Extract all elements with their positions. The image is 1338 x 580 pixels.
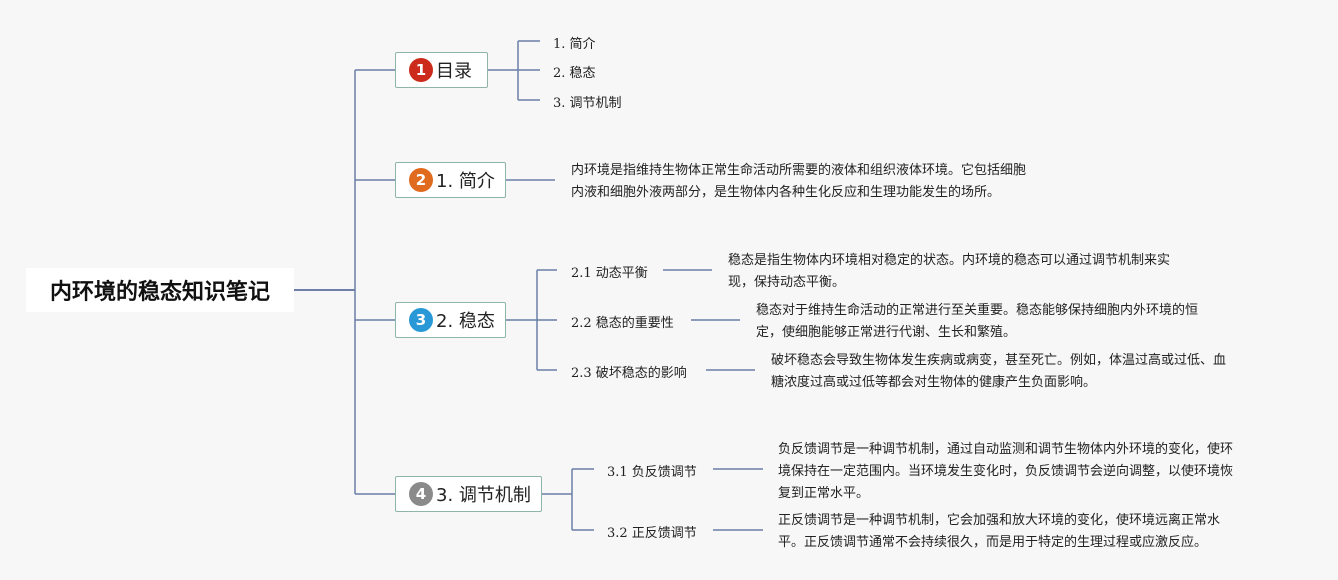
toc-item[interactable]: 3. 调节机制: [553, 96, 622, 111]
note-line: 破坏稳态会导致生物体发生疾病或病变，甚至死亡。例如，体温过高或过低、血: [771, 353, 1227, 368]
topic-dynamic-balance[interactable]: 2.1 动态平衡: [571, 266, 648, 281]
intro-note[interactable]: 内环境是指维持生物体正常生命活动所需要的液体和组织液体环境。它包括细胞 内液和细…: [571, 160, 1091, 204]
note-line: 境保持在一定范围内。当环境发生变化时，负反馈调节会逆向调整，以使环境恢: [778, 464, 1234, 479]
number-3-icon: 3: [409, 308, 433, 332]
toc-item[interactable]: 2. 稳态: [553, 66, 596, 81]
branch-label: 2. 稳态: [436, 311, 495, 332]
topic-negative-feedback[interactable]: 3.1 负反馈调节: [607, 465, 697, 480]
note-line: 糖浓度过高或过低等都会对生物体的健康产生负面影响。: [771, 375, 1097, 390]
topic-importance[interactable]: 2.2 稳态的重要性: [571, 316, 674, 331]
note-line: 内液和细胞外液两部分，是生物体内各种生化反应和生理功能发生的场所。: [571, 185, 1001, 200]
note-line: 稳态是指生物体内环境相对稳定的状态。内环境的稳态可以通过调节机制来实: [728, 253, 1171, 268]
note-line: 内环境是指维持生物体正常生命活动所需要的液体和组织液体环境。它包括细胞: [571, 163, 1027, 178]
branch-label: 目录: [436, 61, 472, 82]
topic-disruption[interactable]: 2.3 破坏稳态的影响: [571, 366, 687, 381]
note-importance[interactable]: 稳态对于维持生命活动的正常进行至关重要。稳态能够保持细胞内外环境的恒 定，使细胞…: [756, 300, 1266, 344]
note-line: 定，使细胞能够正常进行代谢、生长和繁殖。: [756, 325, 1017, 340]
branch-steady-state[interactable]: 3 2. 稳态: [395, 302, 506, 338]
branch-regulation[interactable]: 4 3. 调节机制: [395, 476, 542, 512]
number-1-icon: 1: [409, 58, 433, 82]
root-topic[interactable]: 内环境的稳态知识笔记: [26, 268, 294, 312]
note-line: 现，保持动态平衡。: [728, 275, 846, 290]
note-positive-feedback[interactable]: 正反馈调节是一种调节机制，它会加强和放大环境的变化，使环境远离正常水 平。正反馈…: [778, 510, 1308, 554]
note-line: 正反馈调节是一种调节机制，它会加强和放大环境的变化，使环境远离正常水: [778, 513, 1221, 528]
topic-positive-feedback[interactable]: 3.2 正反馈调节: [607, 526, 697, 541]
branch-label: 3. 调节机制: [436, 485, 531, 506]
note-line: 稳态对于维持生命活动的正常进行至关重要。稳态能够保持细胞内外环境的恒: [756, 303, 1199, 318]
toc-item[interactable]: 1. 简介: [553, 37, 596, 52]
number-2-icon: 2: [409, 168, 433, 192]
note-line: 平。正反馈调节通常不会持续很久，而是用于特定的生理过程或应激反应。: [778, 535, 1208, 550]
note-negative-feedback[interactable]: 负反馈调节是一种调节机制，通过自动监测和调节生物体内外环境的变化，使环 境保持在…: [778, 439, 1308, 505]
note-disruption[interactable]: 破坏稳态会导致生物体发生疾病或病变，甚至死亡。例如，体温过高或过低、血 糖浓度过…: [771, 350, 1301, 394]
note-dynamic-balance[interactable]: 稳态是指生物体内环境相对稳定的状态。内环境的稳态可以通过调节机制来实 现，保持动…: [728, 250, 1238, 294]
note-line: 负反馈调节是一种调节机制，通过自动监测和调节生物体内外环境的变化，使环: [778, 442, 1234, 457]
branch-label: 1. 简介: [436, 171, 495, 192]
branch-toc[interactable]: 1 目录: [395, 52, 488, 88]
branch-intro[interactable]: 2 1. 简介: [395, 162, 506, 198]
note-line: 复到正常水平。: [778, 486, 870, 501]
number-4-icon: 4: [409, 482, 433, 506]
